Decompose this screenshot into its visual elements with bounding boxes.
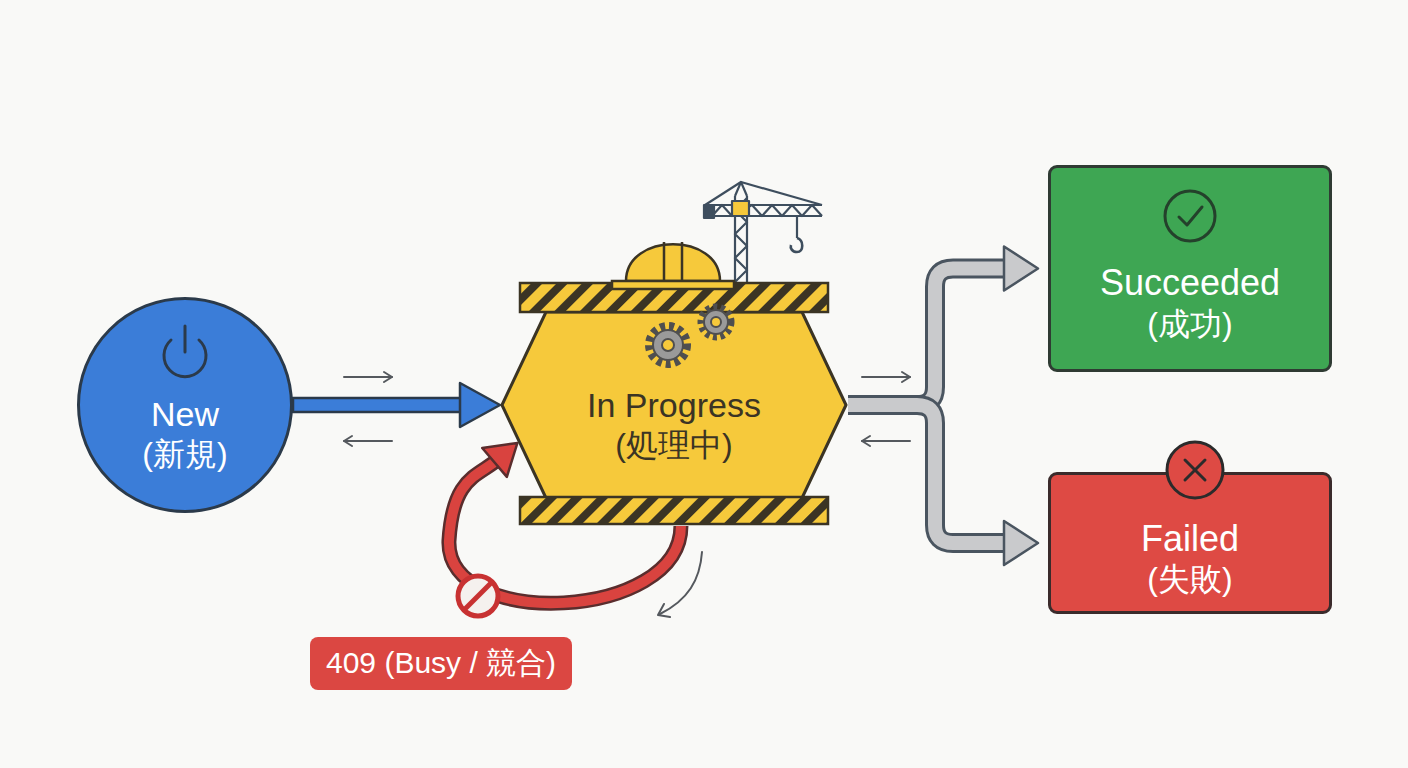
node-title: Succeeded bbox=[1100, 261, 1280, 305]
check-icon bbox=[1165, 191, 1215, 241]
power-icon-part bbox=[184, 326, 187, 352]
arrow-head bbox=[1004, 247, 1038, 291]
cross-icon-part bbox=[1167, 442, 1223, 498]
hazard-bar bbox=[520, 283, 828, 524]
hazard-bar-part bbox=[520, 283, 828, 312]
hint-arrow-part bbox=[344, 376, 392, 378]
crane-icon-part bbox=[732, 201, 749, 216]
transition-arrow bbox=[848, 405, 1038, 565]
node-subtitle: (新規) bbox=[142, 435, 227, 474]
hard-hat bbox=[612, 242, 734, 289]
crane-icon-part bbox=[712, 205, 822, 216]
crane-icon-part bbox=[741, 182, 822, 205]
arrow-shaft bbox=[848, 269, 1008, 406]
arrow-shaft bbox=[848, 405, 1008, 543]
arrow-head bbox=[482, 443, 517, 477]
crane-icon-part bbox=[704, 205, 714, 218]
gear-icon-part bbox=[704, 310, 728, 334]
prohibition-icon-part bbox=[458, 576, 498, 616]
crane-icon bbox=[704, 182, 822, 282]
cross-icon-part bbox=[1185, 460, 1205, 480]
crane-icon-part bbox=[705, 182, 741, 205]
crane-icon-part bbox=[735, 182, 747, 196]
node-title: New bbox=[151, 394, 219, 435]
prohibition-icon-part bbox=[464, 582, 492, 610]
process-hexagon: In Progress(処理中) bbox=[500, 310, 848, 500]
hazard-bar-part bbox=[520, 497, 828, 524]
hint-arrow-part bbox=[902, 372, 910, 382]
hard-hat-part bbox=[626, 244, 720, 281]
hint-arrow bbox=[344, 372, 910, 617]
arrow-outline bbox=[848, 405, 1008, 543]
arrow-shaft bbox=[293, 398, 462, 412]
cross-icon-part bbox=[1185, 460, 1205, 480]
hard-hat-part bbox=[664, 242, 682, 281]
node-title: Failed bbox=[1141, 517, 1239, 561]
crane-icon-part bbox=[712, 215, 822, 217]
check-icon-part bbox=[1165, 191, 1215, 241]
arrow-head bbox=[460, 383, 500, 427]
edge-label: 409 (Busy / 競合) bbox=[310, 637, 572, 690]
hint-arrow-part bbox=[344, 436, 352, 446]
node-text-group: Succeeded(成功) bbox=[1051, 236, 1329, 369]
node-subtitle: (成功) bbox=[1147, 305, 1232, 344]
start-circle: New(新規) bbox=[77, 297, 293, 513]
gear-icon-part bbox=[711, 317, 721, 327]
hint-arrow-part bbox=[862, 436, 870, 446]
node-subtitle: (処理中) bbox=[615, 426, 732, 465]
cross-icon bbox=[1167, 442, 1223, 498]
success-box: Succeeded(成功) bbox=[1048, 165, 1332, 372]
node-title: In Progress bbox=[587, 385, 761, 426]
crane-icon-part bbox=[791, 238, 803, 252]
transition-arrow bbox=[848, 247, 1038, 406]
failure-box: Failed(失敗) bbox=[1048, 472, 1332, 614]
hexagon-shape bbox=[502, 312, 846, 498]
gear-icon-part bbox=[701, 307, 731, 337]
hint-arrow-part bbox=[862, 376, 910, 378]
crane-icon-part bbox=[746, 196, 748, 282]
hint-arrow-part bbox=[344, 440, 392, 442]
hint-arrow-part bbox=[658, 604, 670, 617]
gear-icon-part bbox=[653, 330, 683, 360]
hint-arrow-part bbox=[862, 440, 910, 442]
gear-icon bbox=[649, 307, 731, 364]
crane-icon-part bbox=[735, 198, 747, 282]
node-subtitle: (失敗) bbox=[1147, 560, 1232, 599]
gear-icon-part bbox=[662, 339, 674, 351]
arrow-head bbox=[1004, 521, 1038, 565]
arrow-outline bbox=[848, 269, 1008, 406]
check-icon-part bbox=[1179, 207, 1202, 225]
transition-arrow bbox=[293, 383, 500, 427]
gear-icon-part bbox=[649, 326, 687, 364]
power-icon-part bbox=[164, 340, 206, 377]
node-text-group: In Progress(処理中) bbox=[500, 350, 848, 500]
power-icon bbox=[164, 326, 206, 377]
node-text-group: New(新規) bbox=[80, 358, 290, 510]
hard-hat-part bbox=[612, 281, 734, 289]
prohibition-icon bbox=[458, 576, 498, 616]
node-text-group: Failed(失敗) bbox=[1051, 505, 1329, 611]
crane-icon-part bbox=[705, 204, 822, 206]
hint-arrow-part bbox=[384, 372, 392, 382]
crane-icon-part bbox=[796, 216, 798, 238]
crane-icon-part bbox=[734, 196, 736, 282]
hint-arrow-part bbox=[660, 552, 702, 614]
